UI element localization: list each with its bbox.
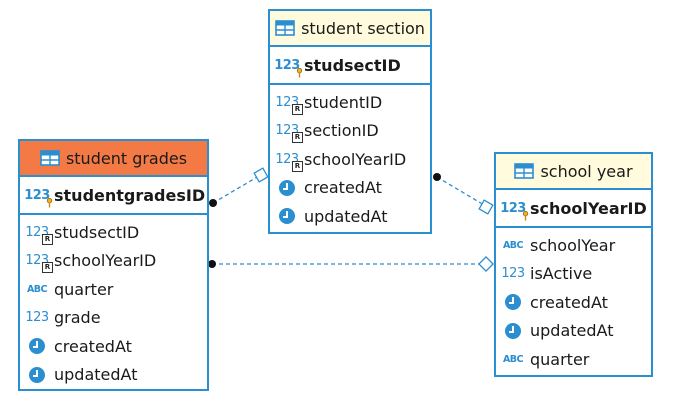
table-title: student grades <box>65 148 188 168</box>
column-name: schoolYearID <box>304 149 407 169</box>
column-row[interactable]: updatedAt <box>270 202 430 231</box>
column-row[interactable]: createdAt <box>496 288 651 317</box>
column-name: sectionID <box>304 121 379 141</box>
table-header[interactable]: student grades <box>20 141 207 177</box>
datetime-icon <box>276 206 298 226</box>
primary-key-icon: 123 <box>500 198 528 220</box>
column-name: quarter <box>530 349 590 369</box>
column-name: schoolYearID <box>54 251 157 271</box>
column-row[interactable]: updatedAt <box>20 361 207 390</box>
pk-column-name: studsectID <box>304 55 401 75</box>
column-name: updatedAt <box>304 206 388 226</box>
column-row[interactable]: updatedAt <box>496 317 651 346</box>
relationship-grades-section[interactable] <box>209 167 269 207</box>
column-name: studentID <box>304 92 383 112</box>
column-row[interactable]: ABC quarter <box>496 345 651 374</box>
column-name: isActive <box>530 264 593 284</box>
column-name: quarter <box>54 279 114 299</box>
column-row[interactable]: 123 grade <box>20 304 207 333</box>
column-row[interactable]: createdAt <box>20 332 207 361</box>
primary-key-icon: 123 <box>274 55 302 77</box>
text-abc-icon: ABC <box>502 239 524 251</box>
table-icon <box>40 150 60 166</box>
relationship-grades-year[interactable] <box>208 256 494 272</box>
column-name: studsectID <box>54 222 140 242</box>
primary-key-row[interactable]: 123 schoolYearID <box>496 190 651 228</box>
column-row[interactable]: createdAt <box>270 174 430 203</box>
column-row[interactable]: 123 isActive <box>496 260 651 289</box>
column-name: updatedAt <box>54 365 138 385</box>
column-row[interactable]: ABC quarter <box>20 275 207 304</box>
text-abc-icon: ABC <box>502 353 524 365</box>
pk-column-name: studentgradesID <box>54 185 206 205</box>
primary-key-row[interactable]: 123 studsectID <box>270 47 430 85</box>
primary-key-row[interactable]: 123 studentgradesID <box>20 177 207 215</box>
datetime-icon <box>502 321 524 341</box>
column-name: createdAt <box>304 178 382 198</box>
column-name: grade <box>54 308 101 328</box>
datetime-icon <box>276 178 298 198</box>
relationship-section-year[interactable] <box>433 173 494 215</box>
text-abc-icon: ABC <box>26 283 48 295</box>
column-name: createdAt <box>530 292 608 312</box>
datetime-icon <box>502 292 524 312</box>
datetime-icon <box>26 336 48 356</box>
table-header[interactable]: student section <box>270 11 430 47</box>
table-icon <box>514 163 535 179</box>
column-name: updatedAt <box>530 321 614 341</box>
table-school-year[interactable]: school year 123 schoolYearID ABC schoolYe… <box>494 152 653 377</box>
numeric-icon: 123 <box>25 310 49 326</box>
column-row[interactable]: ABC schoolYear <box>496 231 651 260</box>
column-name: createdAt <box>54 336 132 356</box>
datetime-icon <box>26 365 48 385</box>
table-title: school year <box>540 161 633 181</box>
pk-column-name: schoolYearID <box>530 198 647 218</box>
column-name: schoolYear <box>530 235 616 255</box>
column-list: ABC schoolYear 123 isActive createdAt updated… <box>496 228 651 374</box>
table-header[interactable]: school year <box>496 154 651 190</box>
table-title: student section <box>301 18 425 38</box>
primary-key-icon: 123 <box>24 185 52 207</box>
numeric-icon: 123 <box>501 266 525 282</box>
table-icon <box>275 20 295 36</box>
